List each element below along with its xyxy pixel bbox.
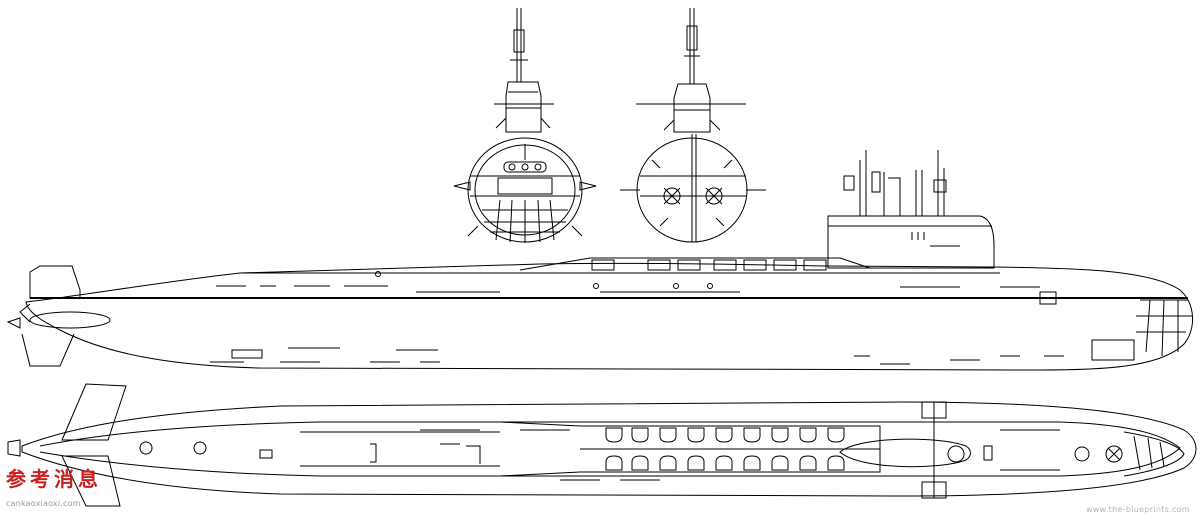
front-section-view [453,8,597,243]
top-plan-view [7,383,1197,507]
watermark-stamp: 参 考 消 息 cankaoxiaoxi.com [6,466,106,516]
side-profile-view [6,150,1194,371]
watermark-url: cankaoxiaoxi.com [6,499,81,508]
blueprint-credit: www.the-blueprints.com [1086,505,1190,514]
watermark-char: 参 [6,467,26,491]
watermark-char: 息 [78,467,98,491]
watermark-char: 考 [30,467,50,491]
missile-hatches [605,427,845,471]
watermark-char: 消 [54,467,74,491]
rear-section-view [620,8,766,243]
